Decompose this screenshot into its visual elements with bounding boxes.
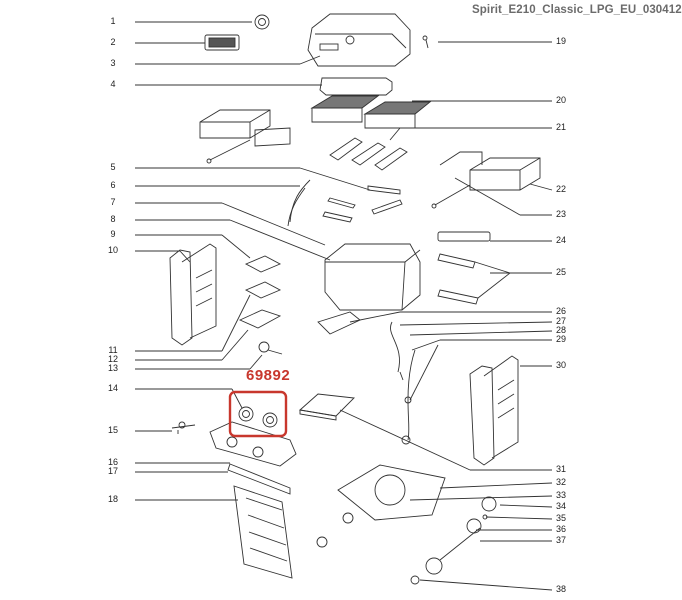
part-label: 34	[555, 501, 566, 511]
part-label: 27	[555, 316, 566, 326]
part-label: 25	[555, 267, 566, 277]
highlight-box	[228, 390, 288, 438]
part-label: 5	[110, 162, 116, 172]
part-label: 12	[107, 354, 118, 364]
part-label: 35	[555, 513, 566, 523]
part-callout: 69892	[246, 367, 291, 384]
part-label: 26	[555, 306, 566, 316]
part-label: 15	[107, 425, 118, 435]
part-label: 16	[107, 457, 118, 467]
part-label: 23	[555, 209, 566, 219]
part-label: 18	[107, 494, 118, 504]
part-label: 2	[110, 37, 116, 47]
part-label: 33	[555, 490, 566, 500]
part-label: 22	[555, 184, 566, 194]
part-label: 14	[107, 383, 118, 393]
part-label: 19	[555, 36, 566, 46]
part-label: 31	[555, 464, 566, 474]
part-label: 28	[555, 325, 566, 335]
part-label: 36	[555, 524, 566, 534]
part-label: 6	[110, 180, 116, 190]
part-label: 20	[555, 95, 566, 105]
diagram-title: Spirit_E210_Classic_LPG_EU_030412	[472, 4, 682, 16]
part-label: 4	[110, 79, 116, 89]
part-label: 1	[110, 16, 116, 26]
part-label: 9	[110, 229, 116, 239]
part-label: 37	[555, 535, 566, 545]
part-label: 24	[555, 235, 566, 245]
part-label: 29	[555, 334, 566, 344]
part-label: 13	[107, 363, 118, 373]
part-label: 3	[110, 58, 116, 68]
part-label: 30	[555, 360, 566, 370]
part-label: 8	[110, 214, 116, 224]
part-label: 10	[107, 245, 118, 255]
part-label: 11	[108, 345, 118, 355]
part-label: 7	[110, 197, 116, 207]
part-label: 21	[555, 122, 566, 132]
part-label: 17	[107, 466, 118, 476]
part-label: 38	[555, 584, 566, 594]
part-label: 32	[555, 477, 566, 487]
